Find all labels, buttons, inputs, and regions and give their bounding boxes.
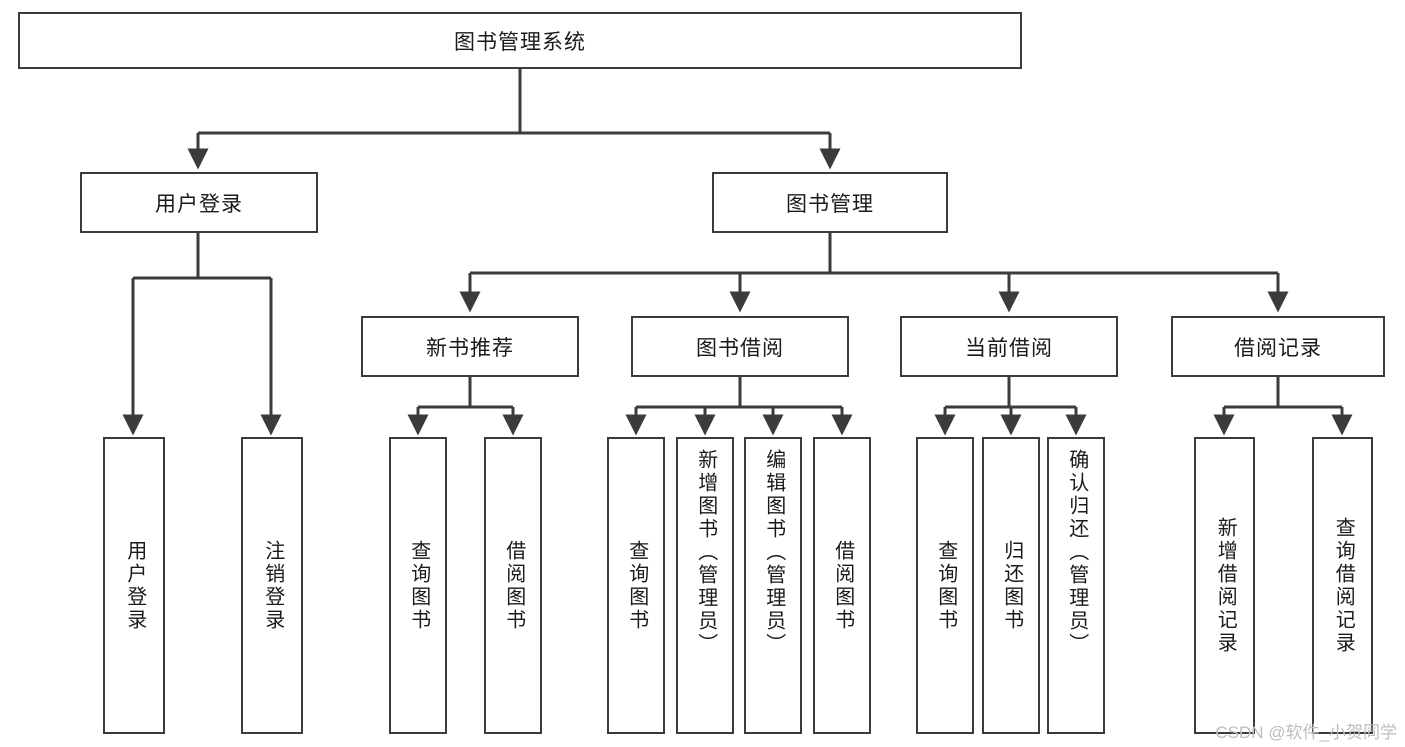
leaf-label: 用户登录 — [123, 539, 146, 632]
csdn-watermark: CSDN @软件_小贺同学 — [1215, 723, 1397, 742]
node-new-book[interactable]: 新书推荐 — [361, 316, 579, 377]
leaf-label: 新增借阅记录 — [1214, 516, 1237, 655]
node-borrow-record[interactable]: 借阅记录 — [1171, 316, 1385, 377]
leaf-borrow-record-2[interactable]: 查询借阅记录 — [1312, 437, 1373, 734]
leaf-label: 查询图书 — [407, 539, 430, 632]
leaf-label: 借阅图书 — [502, 539, 525, 632]
leaf-label: 查询图书 — [934, 539, 957, 632]
node-book-manage-label: 图书管理 — [786, 192, 874, 216]
leaf-new-book-1[interactable]: 查询图书 — [389, 437, 447, 734]
leaf-book-borrow-1[interactable]: 查询图书 — [607, 437, 665, 734]
leaf-label: 归还图书 — [1000, 539, 1023, 632]
node-new-book-label: 新书推荐 — [426, 336, 514, 360]
leaf-book-borrow-3[interactable]: 编辑图书（管理员） — [744, 437, 802, 734]
node-current-borrow[interactable]: 当前借阅 — [900, 316, 1118, 377]
leaf-label: 查询图书 — [625, 539, 648, 632]
node-root-label: 图书管理系统 — [454, 30, 586, 54]
leaf-label: 确认归还（管理员） — [1065, 449, 1088, 656]
leaf-borrow-record-1[interactable]: 新增借阅记录 — [1194, 437, 1255, 734]
node-user-login-label: 用户登录 — [155, 192, 243, 216]
leaf-current-borrow-2[interactable]: 归还图书 — [982, 437, 1040, 734]
leaf-new-book-2[interactable]: 借阅图书 — [484, 437, 542, 734]
leaf-user-login-1[interactable]: 用户登录 — [103, 437, 165, 734]
node-user-login[interactable]: 用户登录 — [80, 172, 318, 233]
leaf-label: 新增图书（管理员） — [694, 449, 717, 656]
leaf-label: 注销登录 — [261, 539, 284, 632]
leaf-user-login-2[interactable]: 注销登录 — [241, 437, 303, 734]
node-borrow-record-label: 借阅记录 — [1234, 336, 1322, 360]
leaf-current-borrow-1[interactable]: 查询图书 — [916, 437, 974, 734]
leaf-book-borrow-2[interactable]: 新增图书（管理员） — [676, 437, 734, 734]
leaf-label: 借阅图书 — [831, 539, 854, 632]
node-book-borrow-label: 图书借阅 — [696, 336, 784, 360]
leaf-label: 查询借阅记录 — [1332, 516, 1355, 655]
leaf-book-borrow-4[interactable]: 借阅图书 — [813, 437, 871, 734]
leaf-label: 编辑图书（管理员） — [762, 449, 785, 656]
node-book-manage[interactable]: 图书管理 — [712, 172, 948, 233]
node-current-borrow-label: 当前借阅 — [965, 336, 1053, 360]
node-book-borrow[interactable]: 图书借阅 — [631, 316, 849, 377]
node-root[interactable]: 图书管理系统 — [18, 12, 1022, 69]
leaf-current-borrow-3[interactable]: 确认归还（管理员） — [1047, 437, 1105, 734]
